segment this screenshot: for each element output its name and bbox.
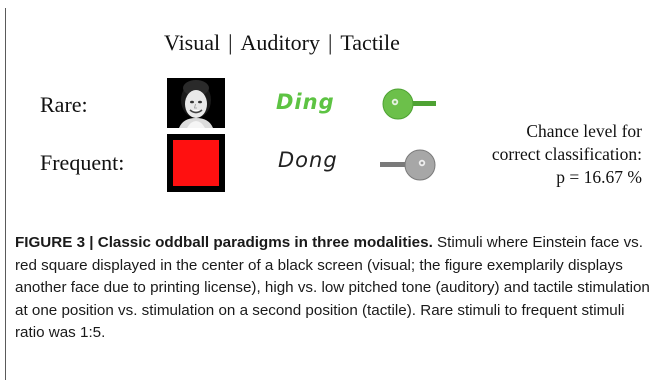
face-portrait-icon <box>167 78 225 128</box>
tactile-stimulator-green-icon <box>378 86 438 127</box>
face-stimulus <box>167 78 225 128</box>
header-tactile: Tactile <box>340 30 400 55</box>
red-square <box>173 140 219 186</box>
tactile-stimulator-gray-icon <box>380 147 440 188</box>
chance-line-3: p = 16.67 % <box>556 167 642 187</box>
chance-line-1: Chance level for <box>526 121 642 141</box>
header-separator: | <box>228 30 233 55</box>
auditory-word-frequent: Dong <box>278 148 338 172</box>
caption-body: Stimuli where Einstein face vs. red squa… <box>15 234 650 341</box>
figure-frame <box>5 8 664 380</box>
header-separator: | <box>327 30 333 55</box>
header-visual: Visual <box>164 30 221 55</box>
row-label-frequent: Frequent: <box>40 150 125 175</box>
caption-title: FIGURE 3 | Classic oddball paradigms in … <box>15 234 433 251</box>
chance-line-2: correct classification: <box>491 144 642 164</box>
red-square-stimulus <box>167 134 225 192</box>
row-label-rare: Rare: <box>40 92 88 117</box>
auditory-word-rare: Ding <box>276 90 335 114</box>
figure-caption: FIGURE 3 | Classic oddball paradigms in … <box>15 232 655 345</box>
modality-header: Visual | Auditory | Tactile <box>164 30 400 56</box>
chance-level-note: Chance level for correct classification:… <box>492 120 642 189</box>
header-auditory: Auditory <box>240 30 320 55</box>
